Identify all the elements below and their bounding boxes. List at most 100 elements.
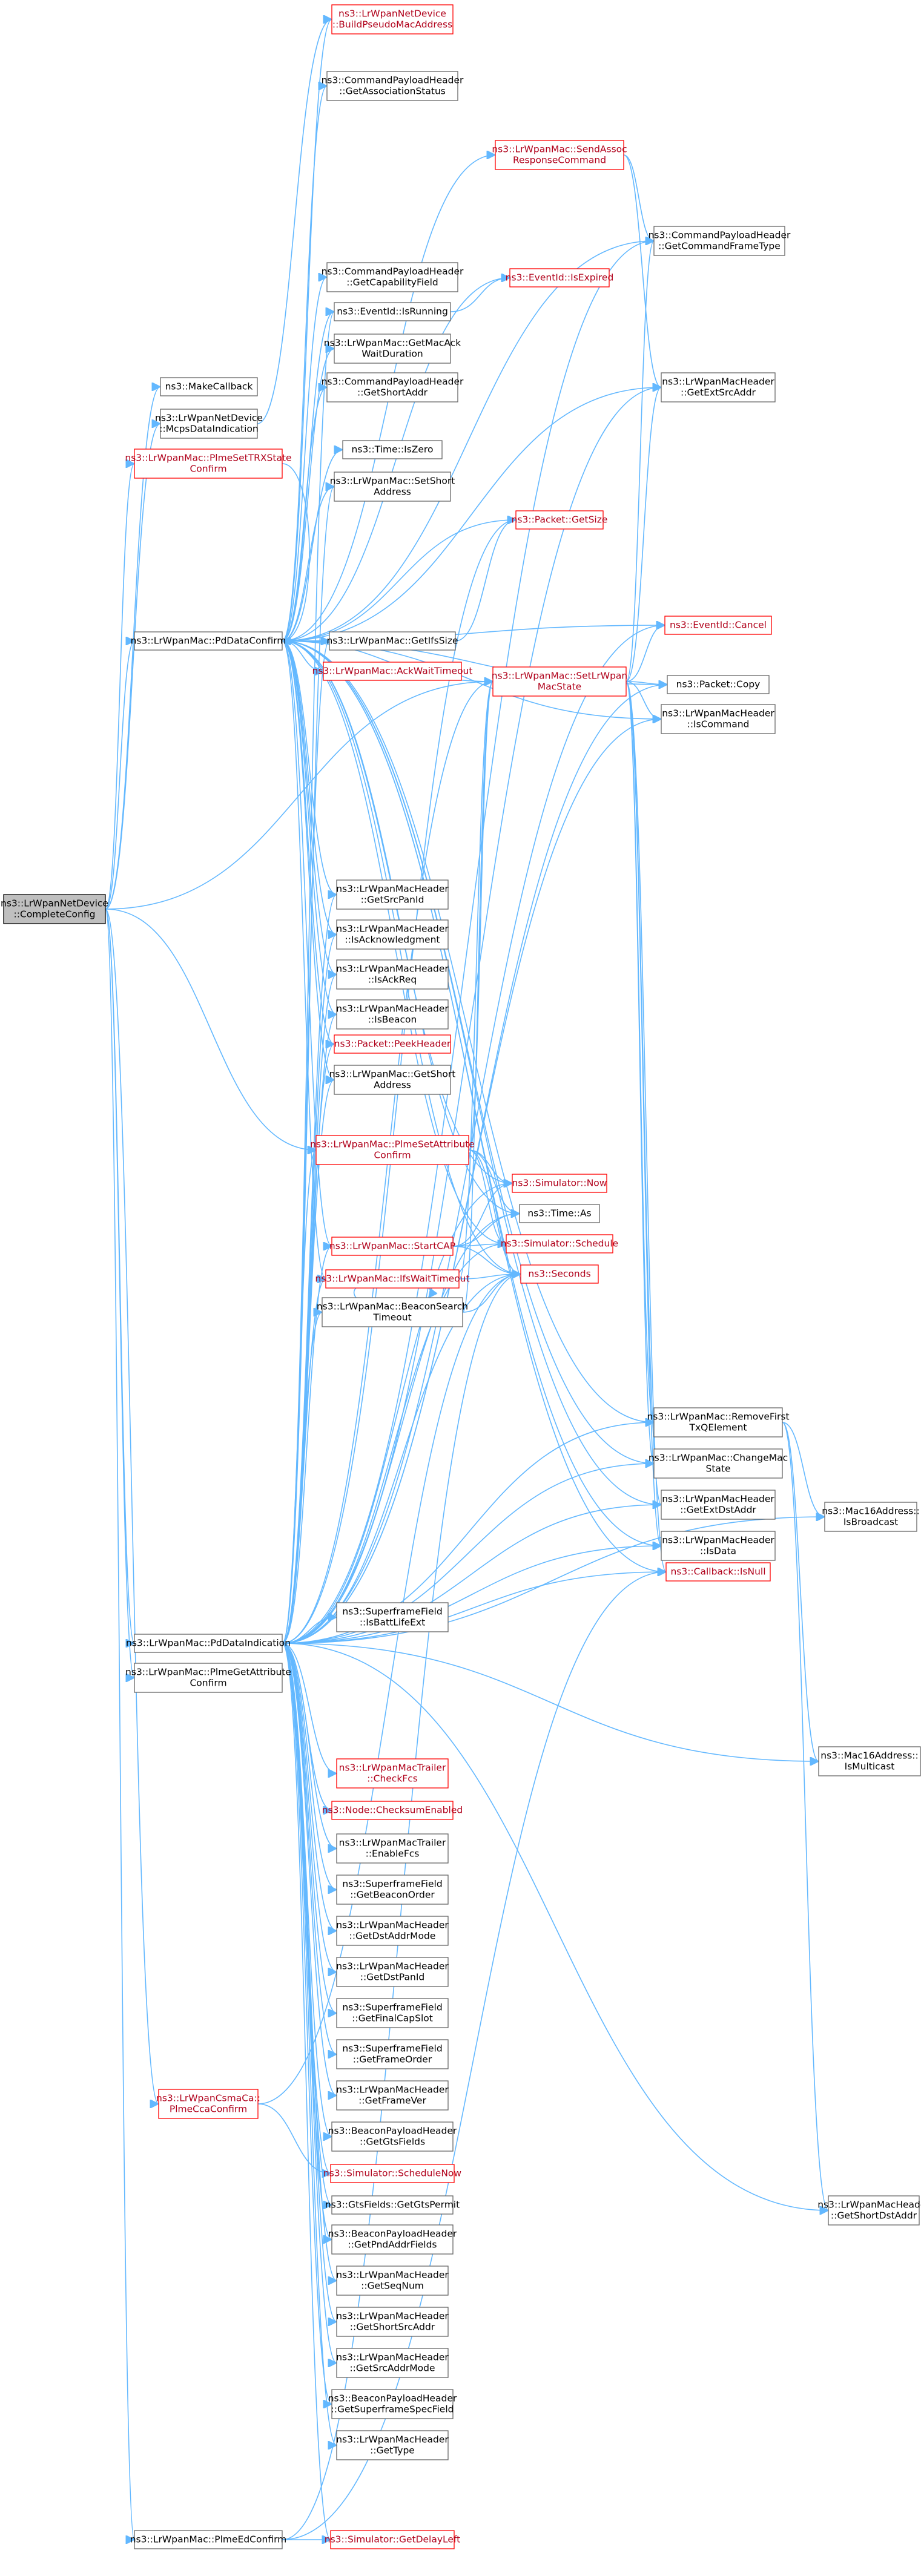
node-checksum[interactable]: ns3::Node::ChecksumEnabled bbox=[322, 1801, 463, 1820]
call-edge bbox=[282, 1643, 337, 1890]
node-getifssize[interactable]: ns3::LrWpanMac::GetIfsSize bbox=[326, 631, 458, 651]
node-label: ns3::LrWpanNetDevice bbox=[338, 8, 446, 19]
node-getsrcaddrmode[interactable]: ns3::LrWpanMacHeader::GetSrcAddrMode bbox=[336, 2348, 449, 2378]
node-schedulenow[interactable]: ns3::Simulator::ScheduleNow bbox=[323, 2164, 461, 2183]
node-label: Timeout bbox=[372, 1312, 411, 1323]
node-isnull[interactable]: ns3::Callback::IsNull bbox=[665, 1562, 771, 1582]
node-iscommand[interactable]: ns3::LrWpanMacHeader::IsCommand bbox=[661, 704, 776, 734]
node-getdstaddrmode[interactable]: ns3::LrWpanMacHeader::GetDstAddrMode bbox=[336, 1916, 449, 1946]
node-getgtspermit[interactable]: ns3::GtsFields::GetGtsPermit bbox=[325, 2195, 460, 2215]
node-simnow[interactable]: ns3::Simulator::Now bbox=[512, 1174, 607, 1193]
node-box bbox=[336, 999, 449, 1030]
call-edge bbox=[282, 1517, 825, 1644]
node-getsuperframe[interactable]: ns3::BeaconPayloadHeader::GetSuperframeS… bbox=[328, 2389, 457, 2419]
node-getsize[interactable]: ns3::Packet::GetSize bbox=[512, 510, 608, 530]
node-box bbox=[160, 409, 258, 439]
node-label: ::IsAcknowledgment bbox=[345, 935, 440, 945]
node-simschedule[interactable]: ns3::Simulator::Schedule bbox=[501, 1234, 618, 1254]
node-box bbox=[336, 2430, 449, 2460]
node-isbattlife[interactable]: ns3::SuperframeField::IsBattLifeExt bbox=[336, 1602, 449, 1632]
node-cancel[interactable]: ns3::EventId::Cancel bbox=[664, 616, 772, 635]
node-ackwait[interactable]: ns3::LrWpanMac::AckWaitTimeout bbox=[312, 662, 473, 681]
node-getseqnum[interactable]: ns3::LrWpanMacHeader::GetSeqNum bbox=[336, 2266, 449, 2296]
call-edge bbox=[782, 1422, 825, 1517]
node-box bbox=[515, 510, 604, 530]
node-pddataconfirm[interactable]: ns3::LrWpanMac::PdDataConfirm bbox=[131, 631, 286, 651]
node-getcmdframe[interactable]: ns3::CommandPayloadHeader::GetCommandFra… bbox=[649, 226, 791, 256]
node-getdelayleft[interactable]: ns3::Simulator::GetDelayLeft bbox=[325, 2530, 460, 2549]
node-label: MacState bbox=[538, 682, 581, 692]
node-label: ns3::LrWpanMac::ChangeMac bbox=[649, 1453, 788, 1464]
node-box bbox=[336, 2307, 449, 2337]
call-edge bbox=[462, 1274, 521, 1313]
node-label: ::EnableFcs bbox=[366, 1848, 420, 1859]
node-startcap[interactable]: ns3::LrWpanMac::StartCAP bbox=[329, 1237, 455, 1256]
node-checkfcs[interactable]: ns3::LrWpanMacTrailer::CheckFcs bbox=[336, 1758, 449, 1789]
node-mcpsdataind[interactable]: ns3::LrWpanNetDevice::McpsDataIndication bbox=[155, 409, 263, 439]
node-label: ::CheckFcs bbox=[367, 1773, 418, 1784]
node-getframever[interactable]: ns3::LrWpanMacHeader::GetFrameVer bbox=[336, 2080, 449, 2111]
call-edge bbox=[282, 640, 332, 1246]
call-edge bbox=[282, 241, 654, 642]
node-isackreqd[interactable]: ns3::LrWpanMacHeader::IsAcknowledgment bbox=[336, 919, 449, 950]
node-getshortsrc[interactable]: ns3::LrWpanMacHeader::GetShortSrcAddr bbox=[336, 2307, 449, 2337]
node-label: ns3::LrWpanMacHeader bbox=[817, 2200, 921, 2210]
node-getbeaconorder[interactable]: ns3::SuperframeField::GetBeaconOrder bbox=[336, 1874, 449, 1905]
node-iszero[interactable]: ns3::Time::IsZero bbox=[342, 440, 443, 459]
node-label: Address bbox=[374, 1080, 411, 1091]
node-getshortdst[interactable]: ns3::LrWpanMacHeader::GetShortDstAddr bbox=[817, 2195, 921, 2226]
node-getcapab[interactable]: ns3::CommandPayloadHeader::GetCapability… bbox=[322, 262, 464, 292]
node-isbeacon[interactable]: ns3::LrWpanMacHeader::IsBeacon bbox=[336, 999, 449, 1030]
node-label: ns3::LrWpanMac::GetIfsSize bbox=[326, 636, 458, 646]
node-pddataind[interactable]: ns3::LrWpanMac::PdDataIndication bbox=[126, 1634, 291, 1653]
node-getframeorder[interactable]: ns3::SuperframeField::GetFrameOrder bbox=[336, 2039, 449, 2069]
node-plmecca[interactable]: ns3::LrWpanCsmaCa::PlmeCcaConfirm bbox=[156, 2089, 260, 2119]
node-root[interactable]: ns3::LrWpanNetDevice::CompleteConfig bbox=[1, 894, 108, 924]
node-cphgetshort[interactable]: ns3::CommandPayloadHeader::GetShortAddr bbox=[322, 372, 464, 402]
node-isbroadcast[interactable]: ns3::Mac16Address::IsBroadcast bbox=[822, 1502, 920, 1532]
node-ismulticast[interactable]: ns3::Mac16Address::IsMulticast bbox=[818, 1746, 921, 1776]
node-ifswait[interactable]: ns3::LrWpanMac::IfsWaitTimeout bbox=[315, 1269, 470, 1289]
node-buildpseudo[interactable]: ns3::LrWpanNetDevice::BuildPseudoMacAddr… bbox=[331, 4, 454, 34]
node-getdstpanid[interactable]: ns3::LrWpanMacHeader::GetDstPanId bbox=[336, 1957, 449, 1987]
node-getfinalcap[interactable]: ns3::SuperframeField::GetFinalCapSlot bbox=[336, 1998, 449, 2028]
node-label: ns3::LrWpanMac::GetMacAck bbox=[324, 338, 461, 349]
node-getgtsfields[interactable]: ns3::BeaconPayloadHeader::GetGtsFields bbox=[328, 2121, 457, 2152]
node-isrunning[interactable]: ns3::EventId::IsRunning bbox=[334, 302, 451, 321]
call-edge bbox=[105, 424, 161, 910]
node-label: ns3::LrWpanMac::PdDataConfirm bbox=[131, 636, 286, 646]
node-plmeed[interactable]: ns3::LrWpanMac::PlmeEdConfirm bbox=[130, 2530, 287, 2549]
node-enablefcs[interactable]: ns3::LrWpanMacTrailer::EnableFcs bbox=[336, 1833, 449, 1864]
node-timeas[interactable]: ns3::Time::As bbox=[519, 1204, 600, 1223]
node-box bbox=[520, 1264, 599, 1284]
node-isdata[interactable]: ns3::LrWpanMacHeader::IsData bbox=[661, 1531, 776, 1561]
call-edge bbox=[282, 1643, 337, 2013]
node-getextsrc[interactable]: ns3::LrWpanMacHeader::GetExtSrcAddr bbox=[661, 372, 776, 402]
call-edge bbox=[282, 625, 665, 1644]
node-getassoc[interactable]: ns3::CommandPayloadHeader::GetAssociatio… bbox=[322, 71, 464, 101]
node-makecallback[interactable]: ns3::MakeCallback bbox=[160, 377, 258, 396]
node-isackreq[interactable]: ns3::LrWpanMacHeader::IsAckReq bbox=[336, 959, 449, 990]
node-getsrcpanid[interactable]: ns3::LrWpanMacHeader::GetSrcPanId bbox=[336, 879, 449, 910]
node-packetcopy[interactable]: ns3::Packet::Copy bbox=[667, 675, 770, 694]
node-label: ns3::BeaconPayloadHeader bbox=[328, 2126, 457, 2137]
node-label: ::GetSrcAddrMode bbox=[349, 2363, 435, 2374]
node-gettype[interactable]: ns3::LrWpanMacHeader::GetType bbox=[336, 2430, 449, 2460]
node-peekheader[interactable]: ns3::Packet::PeekHeader bbox=[334, 1034, 451, 1054]
node-isexpired[interactable]: ns3::EventId::IsExpired bbox=[506, 268, 614, 288]
node-getextdst[interactable]: ns3::LrWpanMacHeader::GetExtDstAddr bbox=[661, 1490, 776, 1520]
node-label: ns3::CommandPayloadHeader bbox=[322, 75, 464, 86]
node-seconds[interactable]: ns3::Seconds bbox=[520, 1264, 599, 1284]
node-getpndaddr[interactable]: ns3::BeaconPayloadHeader::GetPndAddrFiel… bbox=[328, 2224, 457, 2255]
